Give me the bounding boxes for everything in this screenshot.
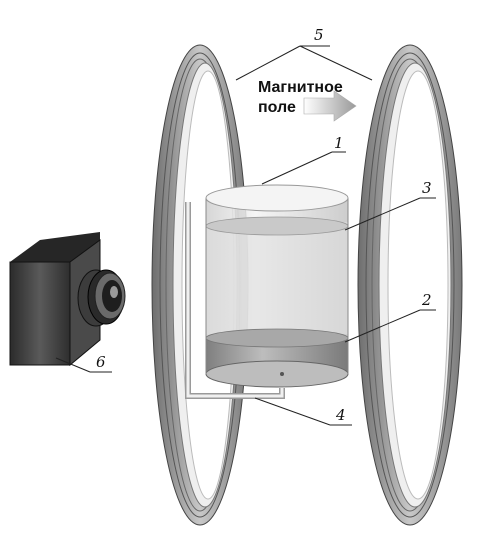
- callout-3: 3: [422, 179, 432, 197]
- camera: [9, 232, 126, 367]
- callout-1: 1: [334, 134, 344, 152]
- cylinder-vessel: [205, 184, 349, 388]
- callout-5: 5: [314, 26, 324, 44]
- arrow-right-icon: [303, 90, 357, 122]
- field-label-line1: Магнитное: [258, 79, 343, 96]
- upper-layer: [206, 222, 348, 334]
- callout-4: 4: [335, 406, 346, 424]
- callout-6: 6: [96, 353, 106, 371]
- right-coil: [357, 44, 463, 526]
- callout-2: 2: [421, 291, 432, 309]
- leader-lines: [55, 45, 436, 426]
- tube: [185, 202, 285, 399]
- field-label-line2: поле: [258, 99, 296, 116]
